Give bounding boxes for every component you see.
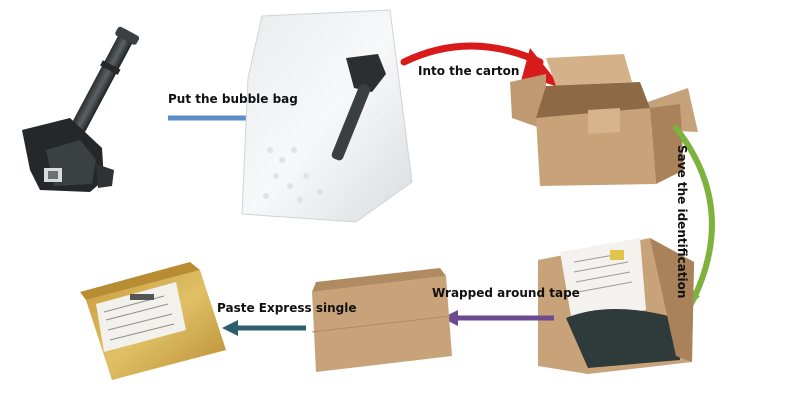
step-label-bubble-bag: Put the bubble bag [168,92,298,106]
arrow-paste-express [222,320,306,336]
arrow-wrapped-tape [442,310,554,326]
open-box-with-manual-icon [538,238,694,374]
step-label-paste-express: Paste Express single [217,301,357,315]
ignition-coil-icon [22,26,140,192]
bubble-bag-icon [241,9,413,223]
step-label-save-identification: Save the identification [675,145,689,299]
taped-box-with-label-icon [80,262,226,380]
open-carton-icon [510,54,698,186]
step-label-wrapped-tape: Wrapped around tape [432,286,580,300]
step-label-into-carton: Into the carton [418,64,520,78]
closed-carton-icon [311,268,452,372]
